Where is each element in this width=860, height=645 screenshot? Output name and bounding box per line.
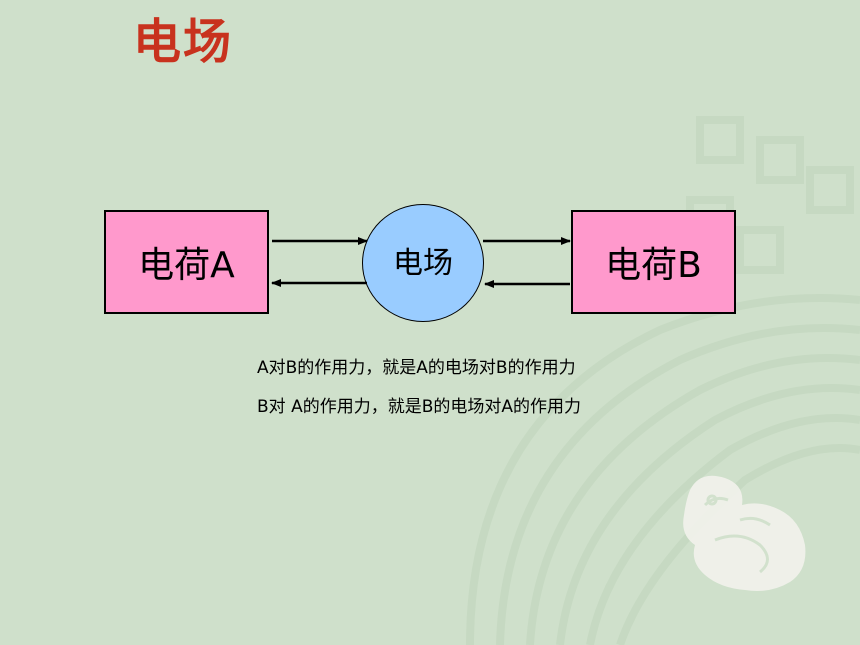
charge-a-box: 电荷A (104, 210, 269, 314)
caption-a-on-b: A对B的作用力，就是A的电场对B的作用力 (257, 358, 576, 378)
electric-field-circle: 电场 (362, 204, 484, 322)
charge-b-label: 电荷B (605, 245, 702, 286)
caption-b-on-a: B对 A的作用力，就是B的电场对A的作用力 (257, 397, 581, 417)
charge-b-box: 电荷B (571, 210, 736, 314)
page-title: 电场 (133, 14, 234, 70)
electric-field-label: 电场 (393, 246, 453, 281)
charge-a-label: 电荷A (138, 245, 235, 286)
